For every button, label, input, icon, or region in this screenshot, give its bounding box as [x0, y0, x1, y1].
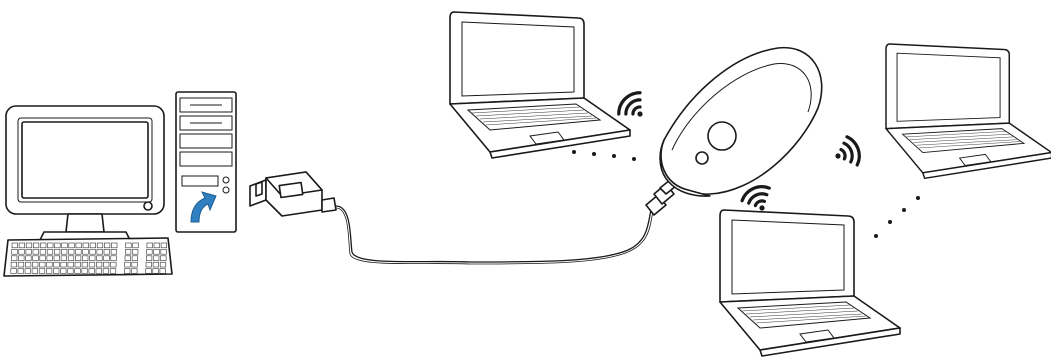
- router-power-button: [708, 122, 736, 150]
- mobile-wifi-router: [660, 48, 822, 196]
- wireless-link-dots: [874, 196, 920, 238]
- monitor: [6, 106, 164, 240]
- laptop-bottom: [720, 210, 900, 356]
- wifi-signal-icon: [830, 135, 863, 171]
- usb-power-adapter: [250, 172, 336, 216]
- desktop-computer: [4, 92, 236, 276]
- pc-tower: [176, 92, 236, 232]
- router-wps-button: [696, 152, 708, 164]
- keyboard: [4, 238, 172, 276]
- wireless-link-dots: [572, 150, 636, 161]
- usb-cable: [336, 205, 652, 262]
- laptop-right: [886, 44, 1051, 178]
- laptop-top: [450, 12, 630, 158]
- wifi-signal-icon: [614, 88, 652, 126]
